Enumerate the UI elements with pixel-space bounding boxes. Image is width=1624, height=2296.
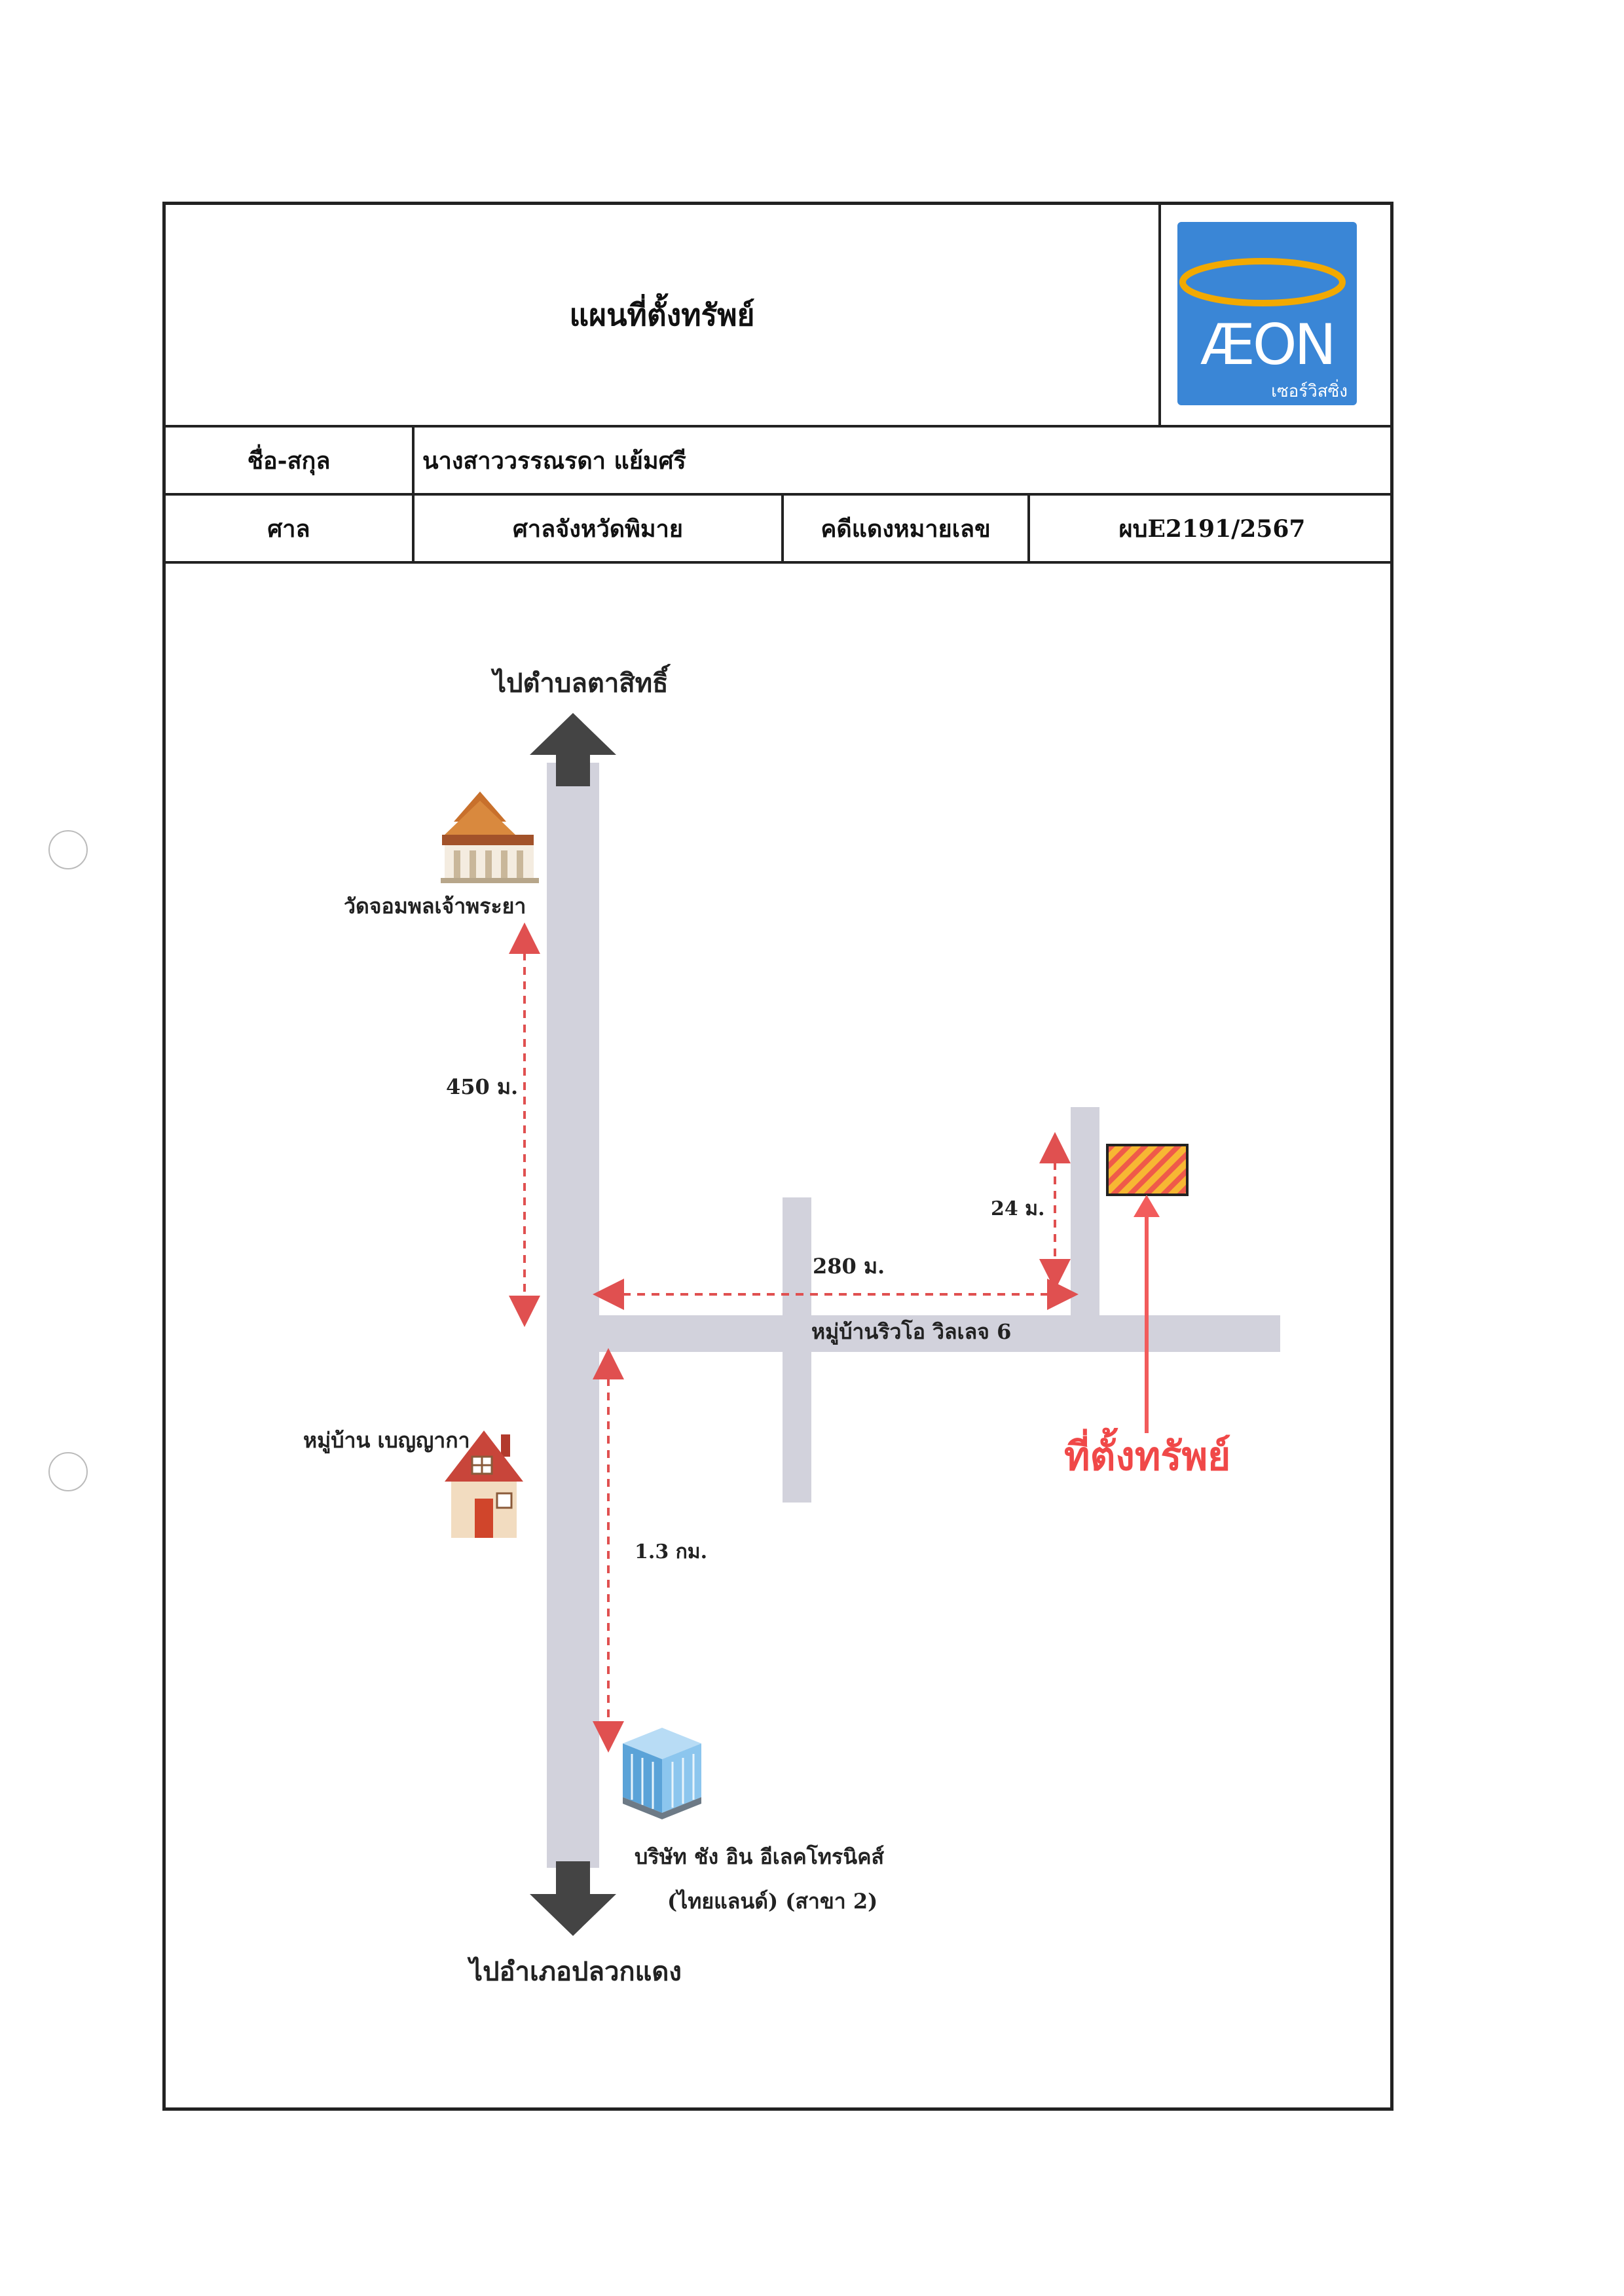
logo-swoosh-icon xyxy=(1179,258,1346,306)
court-value: ศาลจังหวัดพิมาย xyxy=(513,515,683,543)
house-icon xyxy=(445,1430,523,1538)
distance-280-label: 280 ม. xyxy=(813,1254,885,1279)
building-icon xyxy=(623,1728,701,1819)
case-value: ผบE2191/2567 xyxy=(1118,515,1306,543)
logo-subtitle: เซอร์วิสซิ่ง xyxy=(1271,382,1348,401)
north-arrow-icon xyxy=(530,713,616,786)
south-arrow-icon xyxy=(530,1861,616,1936)
case-label: คดีแดงหมายเลข xyxy=(821,515,991,543)
property-lane xyxy=(1071,1107,1099,1317)
property-label: ที่ตั้งทรัพย์ xyxy=(1064,1434,1231,1480)
company-label-line1: บริษัท ชัง อิน อีเลคโทรนิคส์ xyxy=(635,1844,884,1869)
logo-word: ÆON xyxy=(1200,312,1337,378)
temple-label: วัดจอมพลเจ้าพระยา xyxy=(344,894,526,919)
property-pointer-icon xyxy=(1134,1195,1160,1217)
side-road xyxy=(783,1197,811,1503)
south-direction-label: ไปอำเภอปลวกแดง xyxy=(470,1956,682,1987)
property-box xyxy=(1106,1144,1189,1196)
document-frame: แผนที่ตั้งทรัพย์ ÆON เซอร์วิสซิ่ง ชื่อ-ส… xyxy=(162,202,1393,2111)
north-direction-label: ไปตำบลตาสิทธิ์ xyxy=(493,668,669,699)
court-label: ศาล xyxy=(267,515,310,543)
distance-24-label: 24 ม. xyxy=(991,1197,1045,1220)
road-label: หมู่บ้านริวโอ วิลเลจ 6 xyxy=(811,1319,1012,1344)
name-label: ชื่อ-สกุล xyxy=(247,446,331,475)
village-label: หมู่บ้าน เบญญากา xyxy=(303,1428,470,1453)
location-map xyxy=(441,713,1280,1936)
company-label-line2: (ไทยแลนด์) (สาขา 2) xyxy=(667,1889,878,1914)
aeon-logo: ÆON เซอร์วิสซิ่ง xyxy=(1177,222,1357,405)
distance-13-label: 1.3 กม. xyxy=(635,1540,708,1563)
punch-hole xyxy=(48,1452,88,1491)
punch-hole xyxy=(48,830,88,869)
name-value: นางสาววรรณรดา แย้มศรี xyxy=(422,446,686,475)
temple-icon xyxy=(441,792,539,883)
distance-450-label: 450 ม. xyxy=(446,1074,519,1099)
village-road xyxy=(547,1315,1280,1352)
page-title: แผนที่ตั้งทรัพย์ xyxy=(569,297,755,333)
